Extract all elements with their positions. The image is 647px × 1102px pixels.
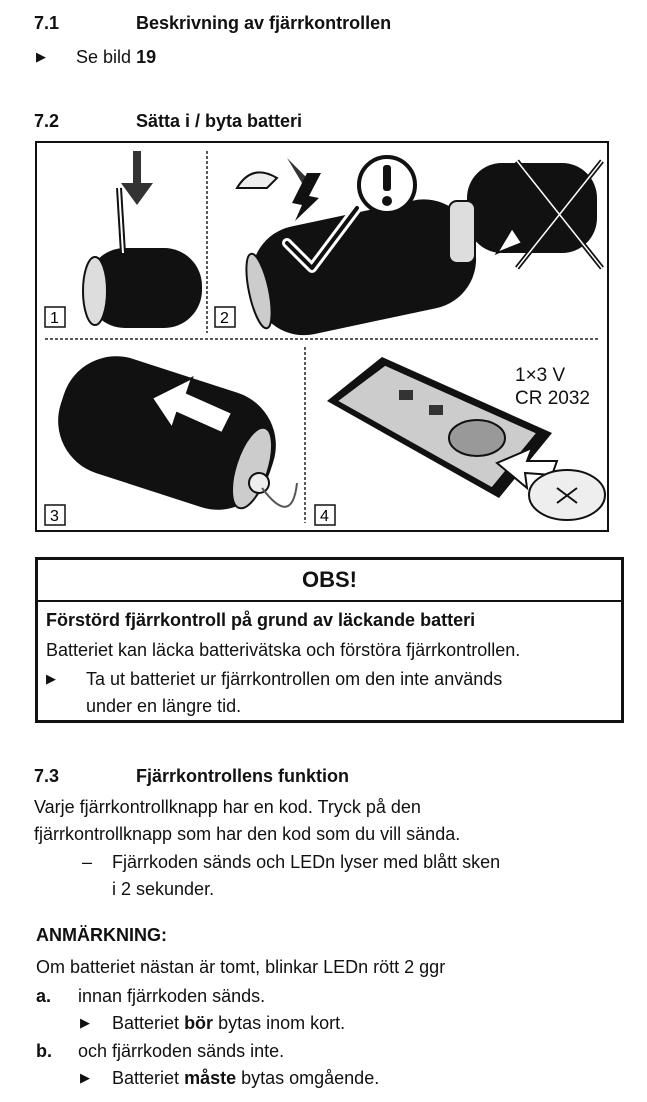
figure-illustration: 1×3 V CR 2032 1 2 3 4 xyxy=(44,151,606,526)
warning-action-line-1: Ta ut batteriet ur fjärrkontrollen om de… xyxy=(86,669,503,689)
section-title: Fjärrkontrollens funktion xyxy=(136,766,350,786)
warning-text: Batteriet kan läcka batterivätska och fö… xyxy=(46,640,521,660)
panel-3-label: 3 xyxy=(50,508,59,525)
section-number: 7.1 xyxy=(34,13,60,33)
bullet-arrow-icon: ▶ xyxy=(46,671,56,686)
note-item-text: och fjärrkoden sänds inte. xyxy=(78,1041,285,1061)
section-7-3-heading: 7.3 Fjärrkontrollens funktion xyxy=(34,766,349,787)
note-item-text: innan fjärrkoden sänds. xyxy=(78,986,266,1006)
paragraph-line: Varje fjärrkontrollknapp har en kod. Try… xyxy=(34,797,421,817)
panel-4-label: 4 xyxy=(320,508,329,525)
section-title: Sätta i / byta batteri xyxy=(136,111,303,131)
warning-title: OBS! xyxy=(38,560,621,602)
dash-marker: – xyxy=(82,852,93,872)
slide-arrow-icon xyxy=(150,376,234,435)
list-marker: a. xyxy=(36,986,52,1006)
result-line-2: i 2 sekunder. xyxy=(112,879,215,899)
section-title: Beskrivning av fjärrkontrollen xyxy=(136,13,392,33)
section-number: 7.2 xyxy=(34,111,60,131)
result-line-1: Fjärrkoden sänds och LEDn lyser med blåt… xyxy=(112,852,501,872)
list-marker: b. xyxy=(36,1041,52,1061)
note-item-a: a. innan fjärrkoden sänds. xyxy=(36,986,265,1007)
bullet-text: Se bild xyxy=(76,47,132,67)
insert-arrow-icon xyxy=(495,446,559,491)
note-title: ANMÄRKNING: xyxy=(36,925,167,945)
note-item-a-sub: ▶Batteriet bör bytas inom kort. xyxy=(80,1013,346,1033)
press-arrow-icon xyxy=(121,151,153,205)
bullet-arrow-icon: ▶ xyxy=(80,1070,90,1085)
warning-subtitle: Förstörd fjärrkontroll på grund av läcka… xyxy=(46,610,476,630)
panel-labels: 1 2 3 4 xyxy=(44,306,336,526)
panel-4-illustration: 1×3 V CR 2032 xyxy=(327,357,606,521)
note-item-b: b. och fjärrkoden sänds inte. xyxy=(36,1041,284,1062)
result-item: –Fjärrkoden sänds och LEDn lyser med blå… xyxy=(82,852,500,873)
warning-action-line-2: under en längre tid. xyxy=(86,696,242,716)
section-7-1-heading: 7.1 Beskrivning av fjärrkontrollen xyxy=(34,13,391,34)
figure-reference: 19 xyxy=(136,47,157,67)
bullet-see-figure: ▶ Se bild 19 xyxy=(36,47,156,68)
battery-spec-type: CR 2032 xyxy=(515,388,590,409)
panel-2-illustration xyxy=(235,155,604,336)
section-number: 7.3 xyxy=(34,766,60,786)
battery-spec-voltage: 1×3 V xyxy=(515,365,566,386)
warning-box: OBS! Förstörd fjärrkontroll på grund av … xyxy=(35,557,624,723)
panel-2-label: 2 xyxy=(220,310,229,327)
panel-1-illustration xyxy=(82,151,202,328)
note-intro: Om batteriet nästan är tomt, blinkar LED… xyxy=(36,957,446,977)
emphasis: måste xyxy=(184,1068,237,1088)
panel-1-label: 1 xyxy=(50,310,59,327)
note-item-b-sub: ▶Batteriet måste bytas omgående. xyxy=(80,1068,380,1088)
paragraph-line: fjärrkontrollknapp som har den kod som d… xyxy=(34,824,461,844)
emphasis: bör xyxy=(184,1013,214,1033)
warning-action: ▶ Ta ut batteriet ur fjärrkontrollen om d… xyxy=(46,669,502,690)
battery-replacement-figure: 1×3 V CR 2032 1 2 3 4 xyxy=(35,141,609,532)
panel-3-illustration xyxy=(58,356,298,510)
bullet-arrow-icon: ▶ xyxy=(36,49,46,64)
section-7-2-heading: 7.2 Sätta i / byta batteri xyxy=(34,111,302,132)
bullet-arrow-icon: ▶ xyxy=(80,1015,90,1030)
